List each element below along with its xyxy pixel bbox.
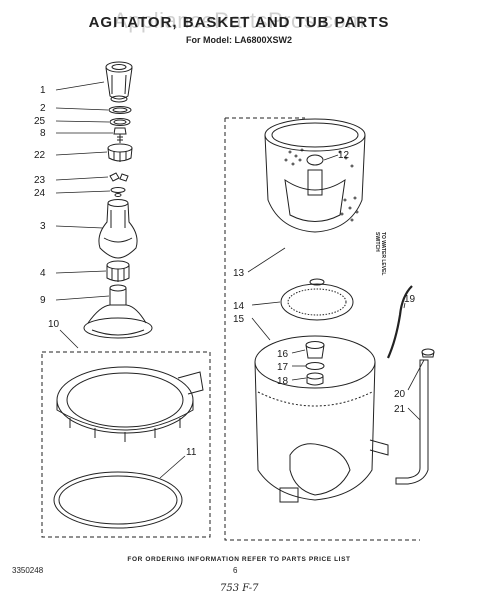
part-agitator-cap xyxy=(105,61,133,103)
document-part-number: 3350248 xyxy=(12,566,44,575)
page-title: AGITATOR, BASKET AND TUB PARTS xyxy=(88,14,390,31)
part-agitator-base xyxy=(83,284,153,339)
part-outer-tub xyxy=(254,335,389,503)
handwritten-note: 753 F-7 xyxy=(220,583,259,594)
part-tub-ring xyxy=(280,278,354,321)
callout-2: 2 xyxy=(40,103,46,114)
part-washer xyxy=(109,118,131,126)
callout-16: 16 xyxy=(277,349,289,360)
callout-8: 8 xyxy=(40,128,46,139)
callout-numbers: 1 2 25 8 22 23 24 3 4 9 10 11 12 13 14 1… xyxy=(34,85,416,458)
callout-leaders xyxy=(55,81,425,479)
callout-10: 10 xyxy=(48,319,60,330)
page-number: 6 xyxy=(233,566,238,575)
callout-11: 11 xyxy=(186,447,197,458)
callout-14: 14 xyxy=(233,301,245,312)
callout-1: 1 xyxy=(40,85,46,96)
part-agitator-body xyxy=(98,199,138,259)
part-basket xyxy=(264,118,366,233)
callout-17: 17 xyxy=(277,362,289,373)
part-hose-tube xyxy=(395,359,429,485)
callout-12: 12 xyxy=(338,150,350,161)
callout-15: 15 xyxy=(233,314,245,325)
part-tub-seals xyxy=(305,341,325,386)
part-grommet xyxy=(421,348,435,358)
part-dog-assembly xyxy=(107,143,133,162)
callout-9: 9 xyxy=(40,295,46,306)
part-tub-ring-seal xyxy=(53,471,183,529)
part-coupling xyxy=(106,260,130,282)
part-seal-ring xyxy=(108,106,132,114)
model-line: For Model: LA6800XSW2 xyxy=(185,35,293,45)
ordering-note: FOR ORDERING INFORMATION REFER TO PARTS … xyxy=(127,556,351,563)
callout-19: 19 xyxy=(404,294,416,305)
callout-21: 21 xyxy=(394,404,406,415)
callout-4: 4 xyxy=(40,268,46,279)
callout-18: 18 xyxy=(277,376,289,387)
switch-label-line1: TO WATER LEVEL xyxy=(380,232,386,276)
callout-13: 13 xyxy=(233,268,245,279)
callout-23: 23 xyxy=(34,175,46,186)
callout-22: 22 xyxy=(34,150,46,161)
callout-3: 3 xyxy=(40,221,46,232)
callout-25: 25 xyxy=(34,116,46,127)
part-bolt xyxy=(113,127,127,143)
water-level-switch-label: TO WATER LEVEL SWITCH xyxy=(374,232,386,275)
part-dogs xyxy=(109,172,129,197)
callout-20: 20 xyxy=(394,389,406,400)
watermark: AppliancePartsPros.com xyxy=(113,8,365,33)
part-hub-ring xyxy=(56,366,204,442)
switch-label-line2: SWITCH xyxy=(374,232,380,252)
assembly-group-box xyxy=(41,351,211,538)
basket-group-outline xyxy=(224,118,420,541)
callout-24: 24 xyxy=(34,188,46,199)
part-pressure-hose xyxy=(386,285,413,359)
